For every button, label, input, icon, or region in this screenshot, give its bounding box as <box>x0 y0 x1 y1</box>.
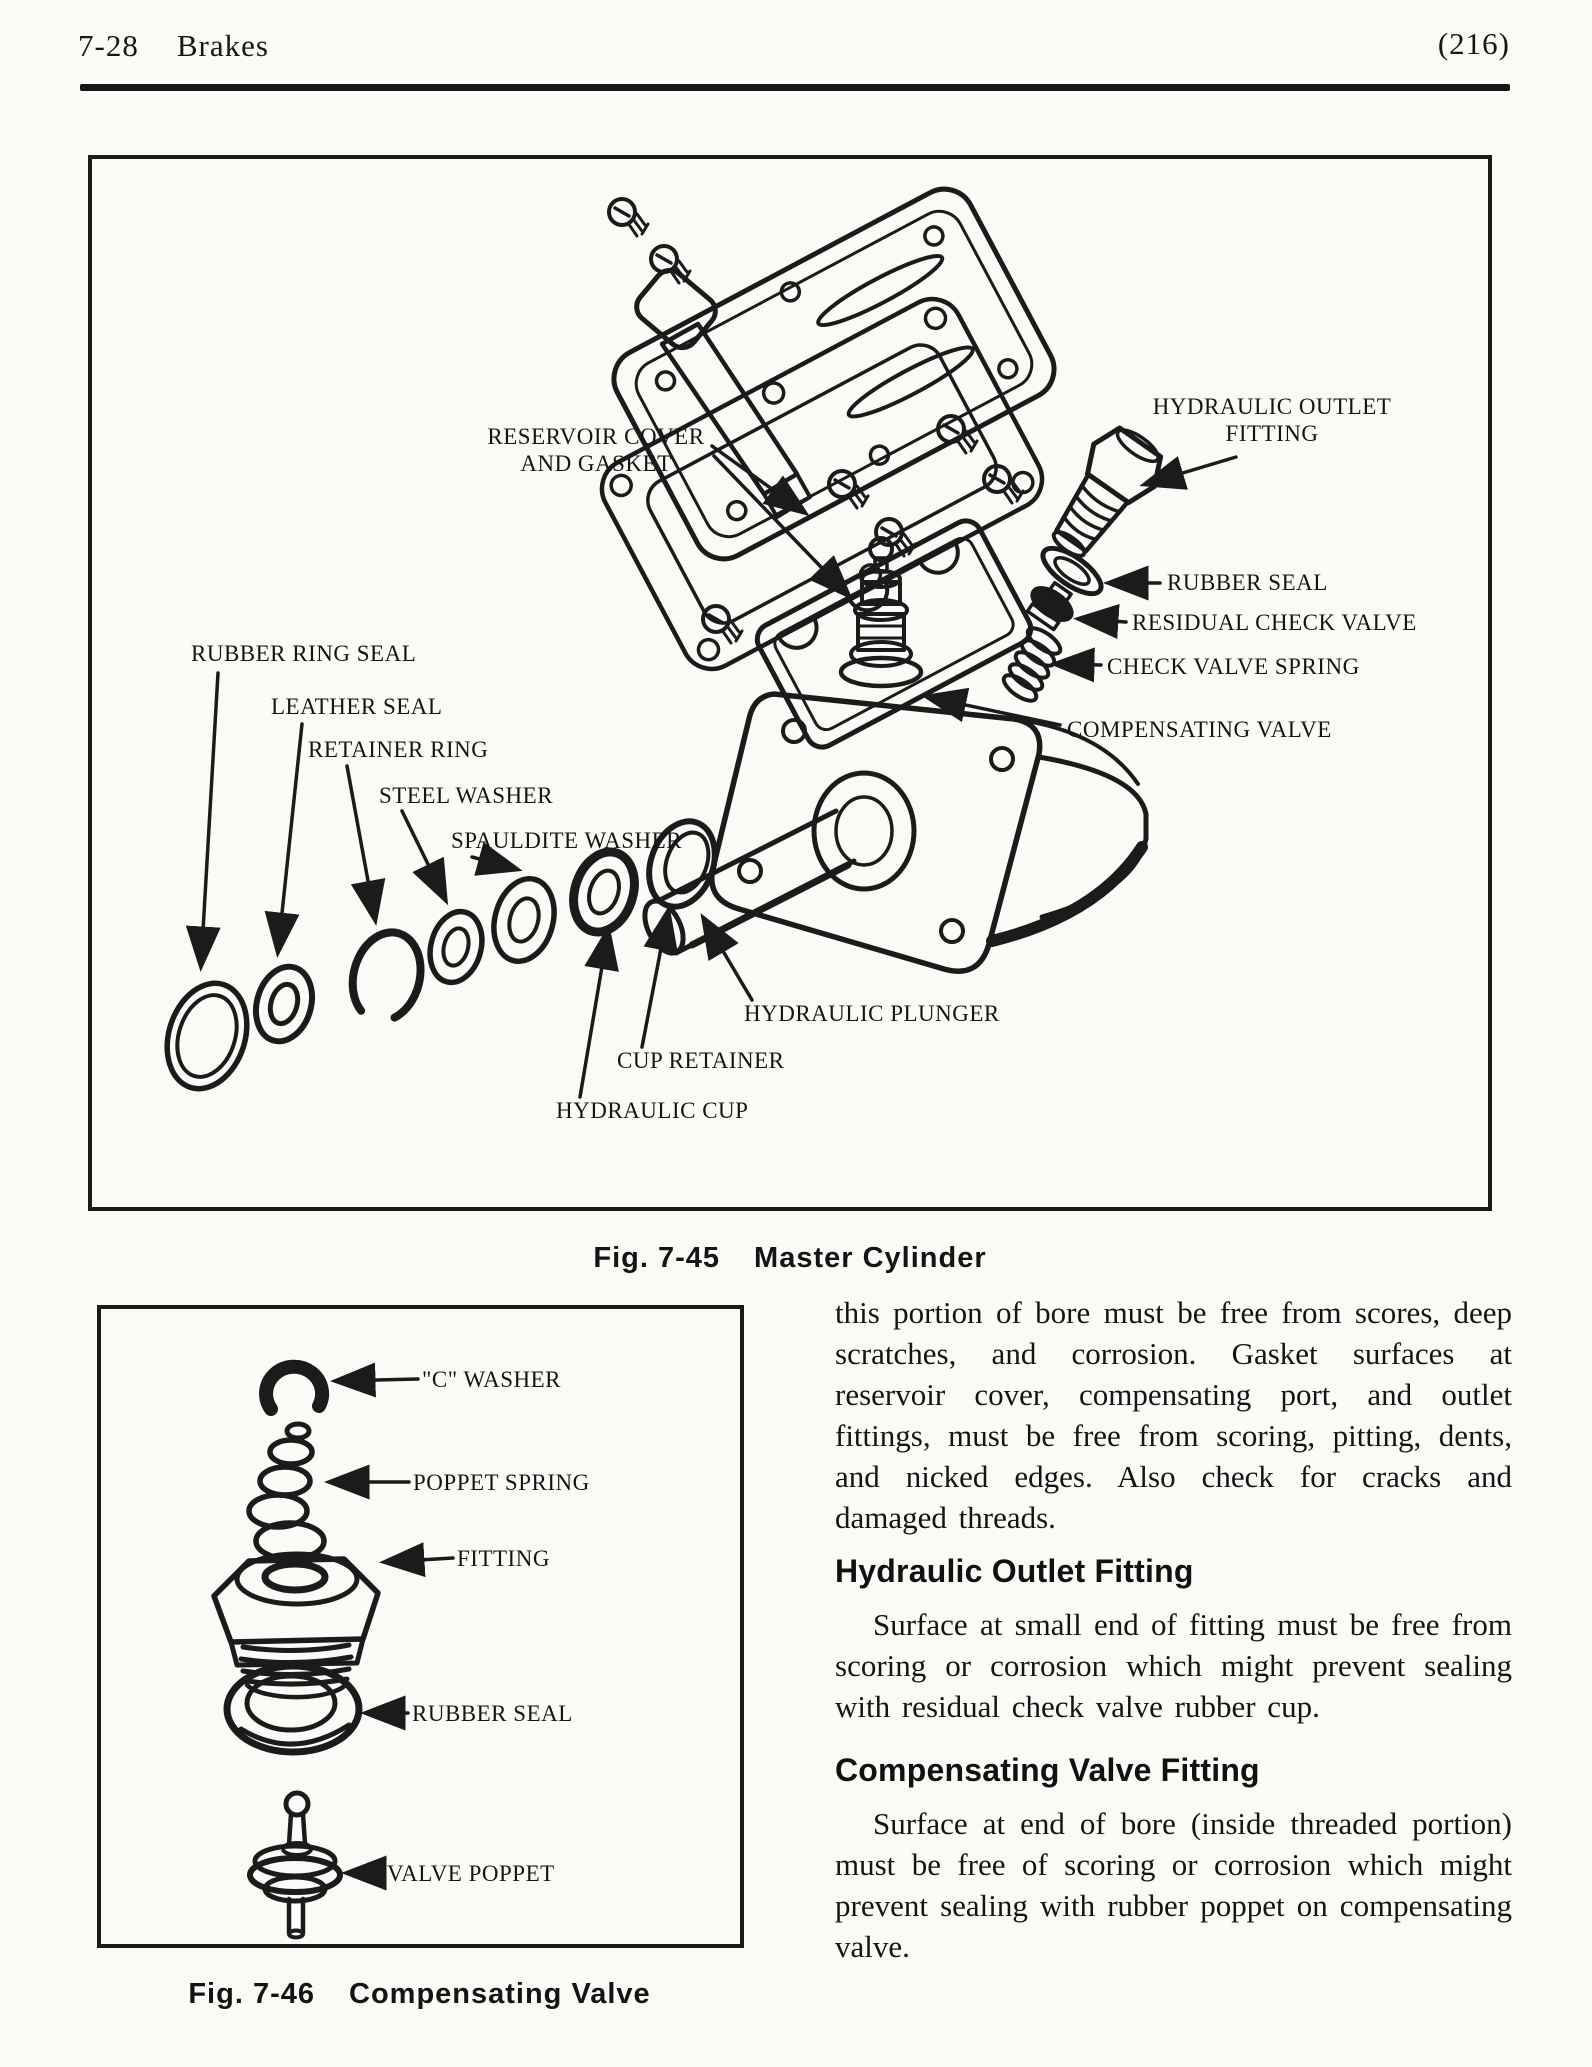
label-rubber-ring-seal: RUBBER RING SEAL <box>191 641 417 666</box>
label-c-washer: "C" WASHER <box>422 1367 562 1392</box>
residual-check-valve-art <box>1025 580 1074 632</box>
leader-lines <box>185 444 1238 1099</box>
heading-hydraulic-outlet-fitting: Hydraulic Outlet Fitting <box>835 1553 1194 1589</box>
figure-46-caption-title: Compensating Valve <box>349 1978 651 2010</box>
page-header-left: 7-28 Brakes <box>78 28 269 64</box>
label-residual-check-valve: RESIDUAL CHECK VALVE <box>1132 610 1417 635</box>
figure-compensating-valve: "C" WASHER POPPET SPRING FITTING RUBBER … <box>97 1305 744 1948</box>
compensating-valve-diagram <box>211 1359 455 1940</box>
label-rubber-seal: RUBBER SEAL <box>1167 570 1328 595</box>
label-leather-seal: LEATHER SEAL <box>271 694 443 719</box>
continued-paragraph: this portion of bore must be free from s… <box>835 1295 1512 1535</box>
label-retainer-ring: RETAINER RING <box>308 737 489 762</box>
valve-poppet-art <box>247 1790 343 1940</box>
figure-master-cylinder: RESERVOIR COVER AND GASKET HYDRAULIC OUT… <box>88 155 1492 1211</box>
label-spauldite-washer: SPAULDITE WASHER <box>451 828 683 853</box>
master-cylinder-diagram <box>164 186 1238 1099</box>
rubber-ring-seal-art <box>164 980 250 1092</box>
retainer-ring-art <box>348 928 425 1022</box>
label-hydraulic-cup: HYDRAULIC CUP <box>556 1098 749 1123</box>
figure-46-caption: Fig. 7-46 Compensating Valve <box>95 1978 744 2011</box>
steel-washer-art <box>427 908 485 986</box>
seal-row-art <box>164 818 718 1092</box>
label-fitting: FITTING <box>457 1546 550 1571</box>
header-rule <box>80 84 1510 91</box>
poppet-spring-art <box>246 1421 327 1562</box>
label-cup-retainer: CUP RETAINER <box>617 1048 785 1073</box>
figure-46-caption-number: Fig. 7-46 <box>188 1978 315 2010</box>
page-header-page-number: (216) <box>1437 26 1510 61</box>
label-check-valve-spring: CHECK VALVE SPRING <box>1107 654 1360 679</box>
figure-45-caption-title: Master Cylinder <box>754 1242 987 1274</box>
hydraulic-cup-art <box>569 847 639 937</box>
figure-45-caption: Fig. 7-45 Master Cylinder <box>88 1242 1492 1275</box>
label-rubber-seal-46: RUBBER SEAL <box>412 1701 573 1726</box>
label-hydraulic-plunger: HYDRAULIC PLUNGER <box>744 1001 1000 1026</box>
reservoir-cover-art <box>611 186 1057 562</box>
figure-45-caption-number: Fig. 7-45 <box>593 1242 721 1274</box>
label-poppet-spring: POPPET SPRING <box>413 1470 590 1495</box>
fitting-art <box>211 1551 381 1700</box>
rubber-seal-46-art <box>223 1662 363 1756</box>
label-compensating-valve: COMPENSATING VALVE <box>1067 717 1332 742</box>
label-valve-poppet: VALVE POPPET <box>387 1861 555 1886</box>
label-hydraulic-outlet-fitting: HYDRAULIC OUTLET FITTING <box>1152 394 1392 446</box>
label-steel-washer: STEEL WASHER <box>379 783 554 808</box>
cylinder-body-art <box>642 518 1149 974</box>
paragraph-compensating-valve-fitting: Surface at end of bore (inside threaded … <box>835 1806 1512 1964</box>
check-valve-spring-art <box>1001 626 1063 703</box>
header-section-page: 7-28 <box>78 28 139 63</box>
compensating-valve-art <box>838 536 924 689</box>
c-washer-art <box>259 1359 330 1416</box>
leader-lines-46 <box>324 1362 455 1891</box>
leather-seal-art <box>253 963 315 1045</box>
article-column: this portion of bore must be free from s… <box>835 1292 1512 1967</box>
rubber-seal-art <box>1040 545 1104 597</box>
header-chapter-title: Brakes <box>176 28 269 63</box>
heading-compensating-valve-fitting: Compensating Valve Fitting <box>835 1752 1260 1788</box>
paragraph-hydraulic-outlet-fitting: Surface at small end of fitting must be … <box>835 1607 1512 1724</box>
spauldite-washer-art <box>491 875 557 965</box>
label-reservoir-cover-and-gasket: RESERVOIR COVER AND GASKET <box>487 424 705 476</box>
